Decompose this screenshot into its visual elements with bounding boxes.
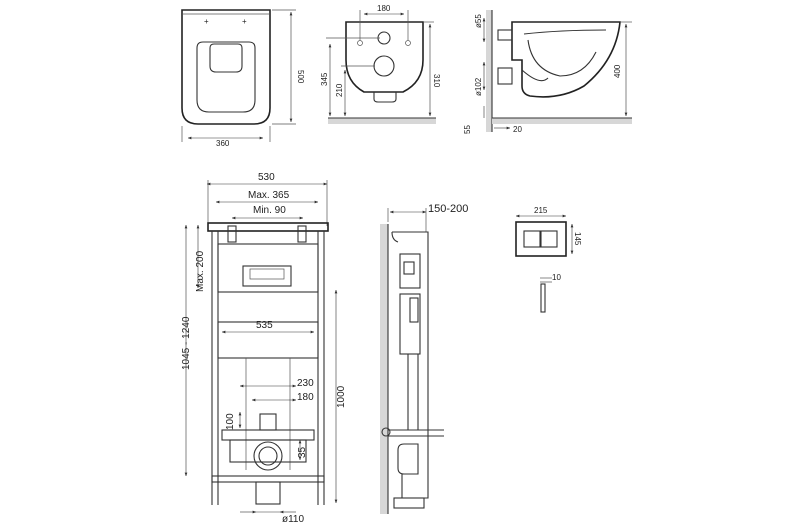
rear-180-label: 180 xyxy=(377,4,391,13)
plate-145-label: 145 xyxy=(573,232,582,246)
frame-side-view: 150-200 xyxy=(380,203,468,514)
frame-530-label: 530 xyxy=(258,172,275,183)
toilet-side-view: ø55 ø102 55 20 400 xyxy=(463,10,632,134)
height-1000-label: 1000 xyxy=(336,385,347,408)
svg-text:+: + xyxy=(204,17,209,26)
side-400-label: 400 xyxy=(613,64,622,78)
max-365-label: Max. 365 xyxy=(248,190,290,201)
plate-10-label: 10 xyxy=(552,273,561,282)
min-90-label: Min. 90 xyxy=(253,205,286,216)
rear-210-label: 210 xyxy=(335,83,344,97)
side-102-diam-label: ø102 xyxy=(474,77,483,96)
frame-front-view: 530 Max. 365 Min. 90 535 Max. 200 1045 -… xyxy=(181,172,347,525)
bolt-180-label: 180 xyxy=(297,392,314,403)
side-20-label: 20 xyxy=(513,125,522,134)
rear-310-label: 310 xyxy=(432,74,441,88)
toilet-rear-view: 180 345 210 310 xyxy=(320,4,441,124)
rear-345-label: 345 xyxy=(320,72,329,86)
inlet-100-label: 100 xyxy=(225,413,236,430)
height-range-label: 1045 - 1240 xyxy=(181,316,192,370)
side-55-label: 55 xyxy=(463,125,472,134)
bolt-230-label: 230 xyxy=(297,378,314,389)
cistern-535-label: 535 xyxy=(256,320,273,331)
toilet-top-view: + + 360 500 xyxy=(181,9,305,148)
plate-215-label: 215 xyxy=(534,206,548,215)
drain-35-label: 35 xyxy=(297,446,308,458)
svg-text:+: + xyxy=(242,17,247,26)
flush-plate-detail: 215 145 10 xyxy=(515,206,582,313)
drain-110-label: ø110 xyxy=(282,514,304,525)
max-200-label: Max. 200 xyxy=(195,250,206,292)
wall-depth-label: 150-200 xyxy=(428,203,468,215)
depth-500-label: 500 xyxy=(296,70,305,84)
width-360-label: 360 xyxy=(216,139,230,148)
side-55-diam-label: ø55 xyxy=(474,14,483,28)
